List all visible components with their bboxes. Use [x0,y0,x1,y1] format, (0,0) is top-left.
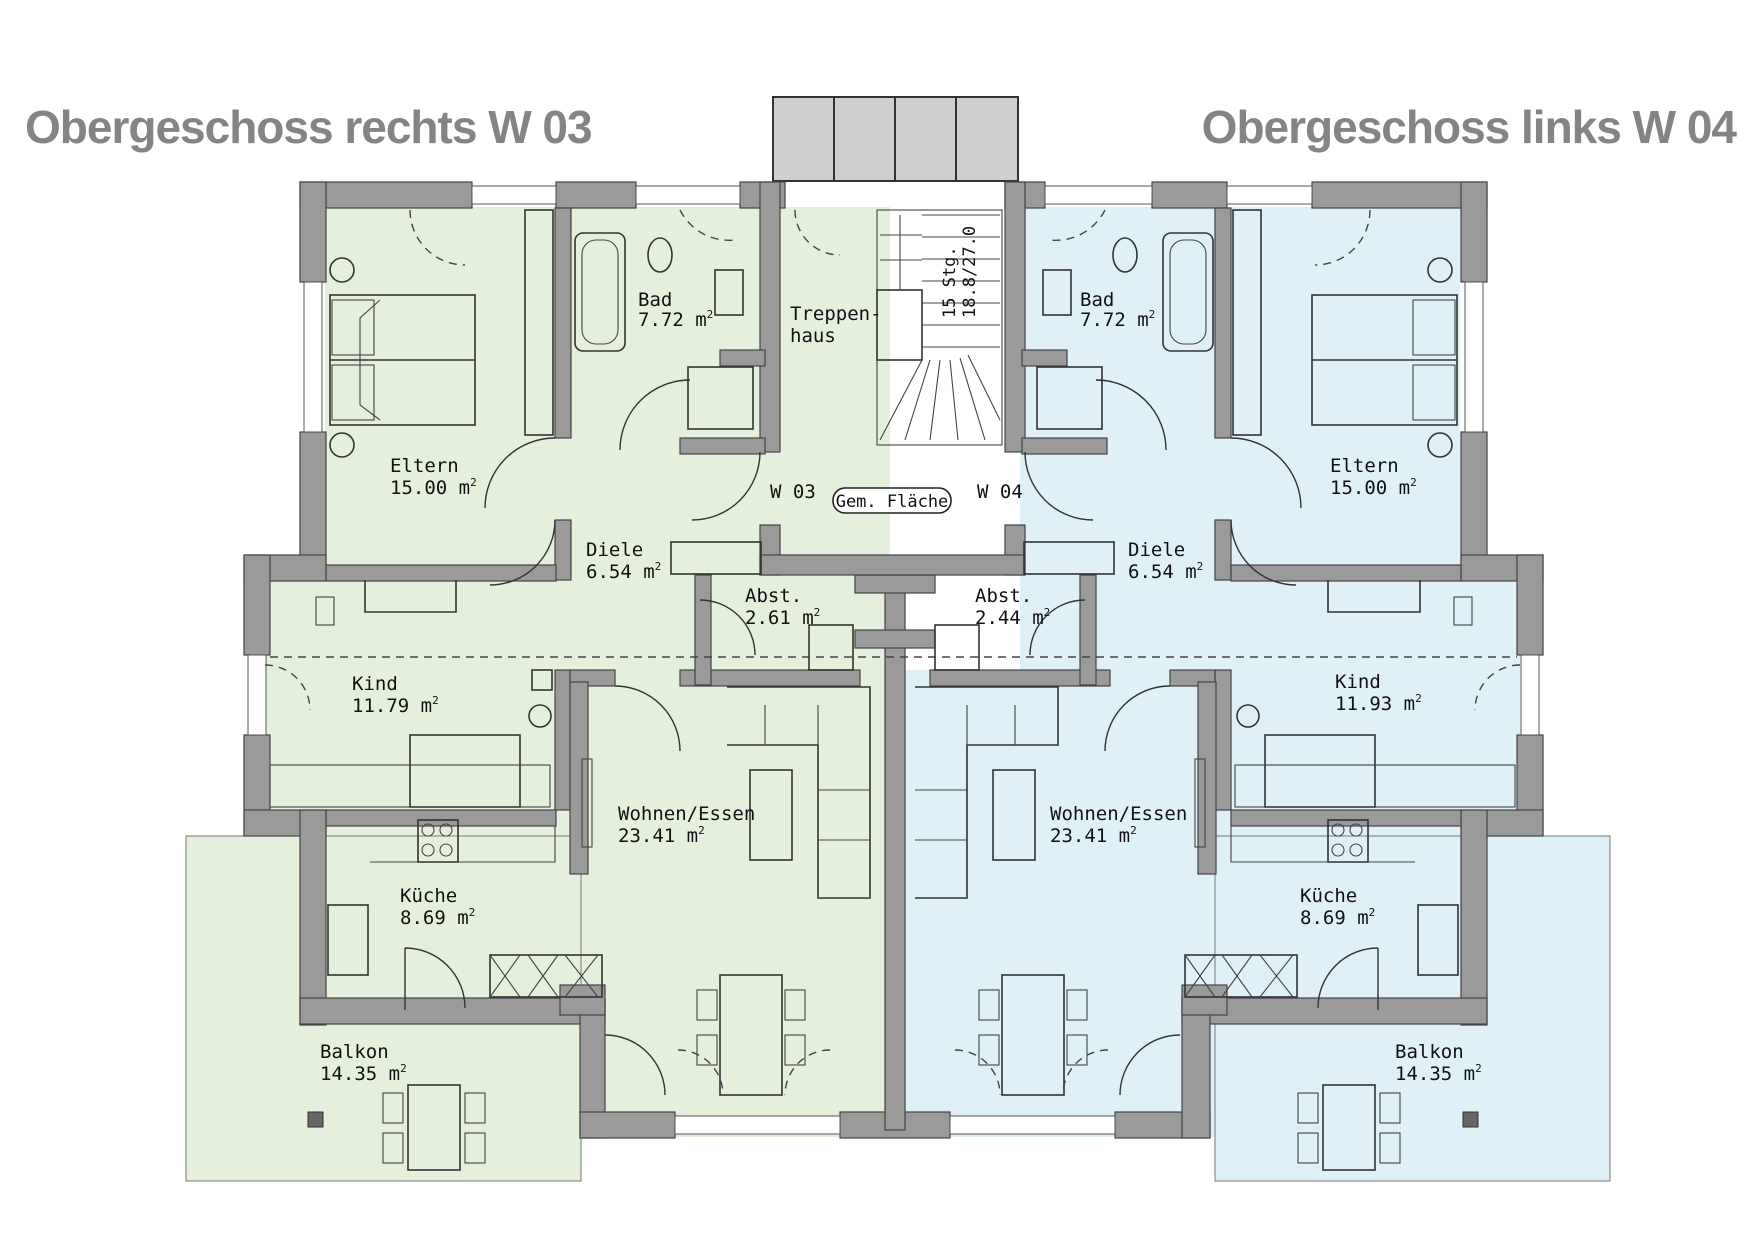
unit-w04-fill [905,207,1611,1182]
common-area-label: Gem. Fläche [836,492,949,512]
w03-kind-name: Kind [352,673,398,695]
w03-diele-area: 6.54 m2 [586,560,661,583]
unit-w03-fill [185,207,890,1182]
w04-wohnen-name: Wohnen/Essen [1050,803,1187,825]
labels-stair: Treppen- haus 15 Stg. 18.8/27.0 W 03 W 0… [770,226,1023,514]
w04-abst-area: 2.44 m2 [975,606,1050,629]
labels-w03: Bad 7.72 m2 Eltern 15.00 m2 Diele 6.54 m… [320,289,820,1085]
w03-balkon-name: Balkon [320,1041,389,1063]
title-w03: Obergeschoss rechts W 03 [25,101,593,153]
stair-spec-1: 15 Stg. [940,246,960,318]
w04-diele-name: Diele [1128,539,1185,561]
windows [247,185,1540,1135]
w04-eltern-name: Eltern [1330,455,1399,477]
labels-w04: Bad 7.72 m2 Eltern 15.00 m2 Diele 6.54 m… [975,289,1482,1085]
doors [264,209,1521,1096]
w04-kueche-name: Küche [1300,885,1357,907]
w04-kind-area: 11.93 m2 [1335,692,1422,715]
w03-eltern-area: 15.00 m2 [390,476,477,499]
furniture-w04 [915,209,1516,1171]
walls [243,181,1544,1139]
staircase [876,209,1003,446]
w04-eltern-area: 15.00 m2 [1330,476,1417,499]
w03-bad-area: 7.72 m2 [638,308,713,331]
w03-kind-area: 11.79 m2 [352,694,439,717]
entrance-canopy [772,96,1019,182]
stair-unit-w03: W 03 [770,481,816,503]
w03-kueche-area: 8.69 m2 [400,906,475,929]
w04-diele-area: 6.54 m2 [1128,560,1203,583]
w03-wohnen-name: Wohnen/Essen [618,803,755,825]
stair-name-1: Treppen- [790,303,882,325]
stair-name-2: haus [790,325,836,347]
stair-spec-2: 18.8/27.0 [960,226,980,318]
w03-kueche-name: Küche [400,885,457,907]
w04-abst-name: Abst. [975,585,1032,607]
w04-bad-name: Bad [1080,289,1114,311]
w03-eltern-name: Eltern [390,455,459,477]
w04-balkon-name: Balkon [1395,1041,1464,1063]
w04-bad-area: 7.72 m2 [1080,308,1155,331]
w03-balkon-area: 14.35 m2 [320,1062,407,1085]
w03-bad-name: Bad [638,289,672,311]
w04-kueche-area: 8.69 m2 [1300,906,1375,929]
w04-balkon-area: 14.35 m2 [1395,1062,1482,1085]
w03-abst-name: Abst. [745,585,802,607]
w04-kind-name: Kind [1335,671,1381,693]
w03-abst-area: 2.61 m2 [745,606,820,629]
w04-wohnen-area: 23.41 m2 [1050,824,1137,847]
common-area-badge [832,487,952,514]
furniture-w03 [269,209,871,1171]
title-w04: Obergeschoss links W 04 [1201,101,1737,153]
w03-wohnen-area: 23.41 m2 [618,824,705,847]
w03-diele-name: Diele [586,539,643,561]
stair-unit-w04: W 04 [977,481,1023,503]
